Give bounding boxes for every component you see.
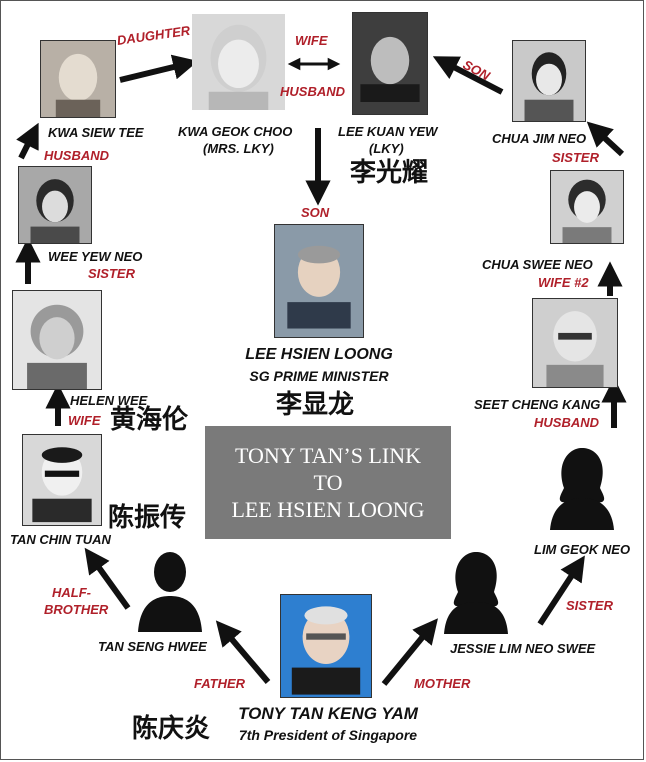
- name-tony-tan: TONY TAN KENG YAM: [238, 704, 418, 723]
- arrow-jessie-to-lim: [537, 555, 585, 626]
- chinese-lee-hsien-loong: 李显龙: [276, 389, 355, 419]
- name-jessie-lim-neo-swee: JESSIE LIM NEO SWEE: [450, 641, 596, 656]
- chinese-tony-tan: 陈庆炎: [132, 713, 211, 743]
- relation-sister-chua: SISTER: [552, 150, 599, 165]
- name-seet-cheng-kang: SEET CHENG KANG: [474, 397, 601, 412]
- title-sg-prime-minister: SG PRIME MINISTER: [249, 368, 389, 384]
- name-kwa-siew-tee: KWA SIEW TEE: [48, 125, 144, 140]
- name-chua-jim-neo: CHUA JIM NEO: [492, 131, 587, 146]
- portrait-seet-cheng-kang: [532, 298, 618, 388]
- portrait-tony-tan: [280, 594, 372, 698]
- relation-sister-wee: SISTER: [88, 266, 135, 281]
- relation-son-center: SON: [301, 205, 330, 220]
- relation-husband-top: HUSBAND: [280, 84, 345, 99]
- name-wee-yew-neo: WEE YEW NEO: [48, 249, 143, 264]
- relation-half-brother-2: BROTHER: [44, 602, 109, 617]
- name-kwa-geok-choo: KWA GEOK CHOO: [178, 124, 293, 139]
- arrow-wee-to-kwa: [16, 122, 39, 160]
- portrait-kwa-geok-choo: [192, 14, 285, 110]
- name-lee-kuan-yew: LEE KUAN YEW: [338, 124, 438, 139]
- relation-sister-lim: SISTER: [566, 598, 613, 613]
- title-line-1: TONY TAN’S LINK: [234, 443, 422, 468]
- name-tan-chin-tuan: TAN CHIN TUAN: [10, 532, 111, 547]
- relation-husband-seet: HUSBAND: [534, 415, 599, 430]
- relation-wife-2: WIFE #2: [538, 275, 589, 290]
- chinese-helen-wee: 黄海伦: [110, 404, 189, 434]
- arrow-tony-to-seng: [215, 620, 271, 684]
- portrait-kwa-siew-tee: [40, 40, 116, 118]
- arrow-daughter: [119, 54, 199, 83]
- portrait-chua-swee-neo: [550, 170, 624, 244]
- person-silhouette-icon: [550, 448, 614, 530]
- portrait-lee-kuan-yew: [352, 12, 428, 115]
- portrait-tan-chin-tuan: [22, 434, 102, 526]
- arrow-tony-to-jessie: [381, 618, 438, 686]
- arrow-son-to-lky: [432, 56, 504, 95]
- relation-husband-kwa: HUSBAND: [44, 148, 109, 163]
- name-lee-hsien-loong: LEE HSIEN LOONG: [245, 346, 393, 363]
- relation-mother: MOTHER: [414, 676, 471, 691]
- name-helen-wee: HELEN WEE: [70, 393, 148, 408]
- relation-father: FATHER: [194, 676, 246, 691]
- name-lim-geok-neo: LIM GEOK NEO: [534, 542, 631, 557]
- portrait-helen-wee: [12, 290, 102, 390]
- portrait-lee-hsien-loong: [274, 224, 364, 338]
- name-tan-seng-hwee: TAN SENG HWEE: [98, 639, 207, 654]
- title-7th-president: 7th President of Singapore: [238, 727, 418, 743]
- note-lky: (LKY): [369, 141, 404, 156]
- arrow-chua-swee-to-jim: [586, 121, 625, 157]
- person-silhouette-icon: [138, 552, 202, 632]
- note-mrs-lky: (MRS. LKY): [203, 141, 274, 156]
- chinese-lee-kuan-yew: 李光耀: [350, 157, 429, 187]
- chinese-tan-chin-tuan: 陈振传: [108, 502, 187, 532]
- title-line-3: LEE HSIEN LOONG: [231, 497, 425, 522]
- relation-wife-helen: WIFE: [68, 413, 101, 428]
- portrait-chua-jim-neo: [512, 40, 586, 122]
- portrait-wee-yew-neo: [18, 166, 92, 244]
- name-chua-swee-neo: CHUA SWEE NEO: [482, 257, 593, 272]
- diagram-title-box: TONY TAN’S LINK TO LEE HSIEN LOONG: [205, 426, 451, 539]
- arrow-seng-to-chin: [84, 547, 131, 610]
- relation-half-brother-1: HALF-: [52, 585, 91, 600]
- relation-wife-top: WIFE: [295, 33, 328, 48]
- person-silhouette-icon: [444, 552, 508, 634]
- title-line-2: TO: [313, 470, 343, 495]
